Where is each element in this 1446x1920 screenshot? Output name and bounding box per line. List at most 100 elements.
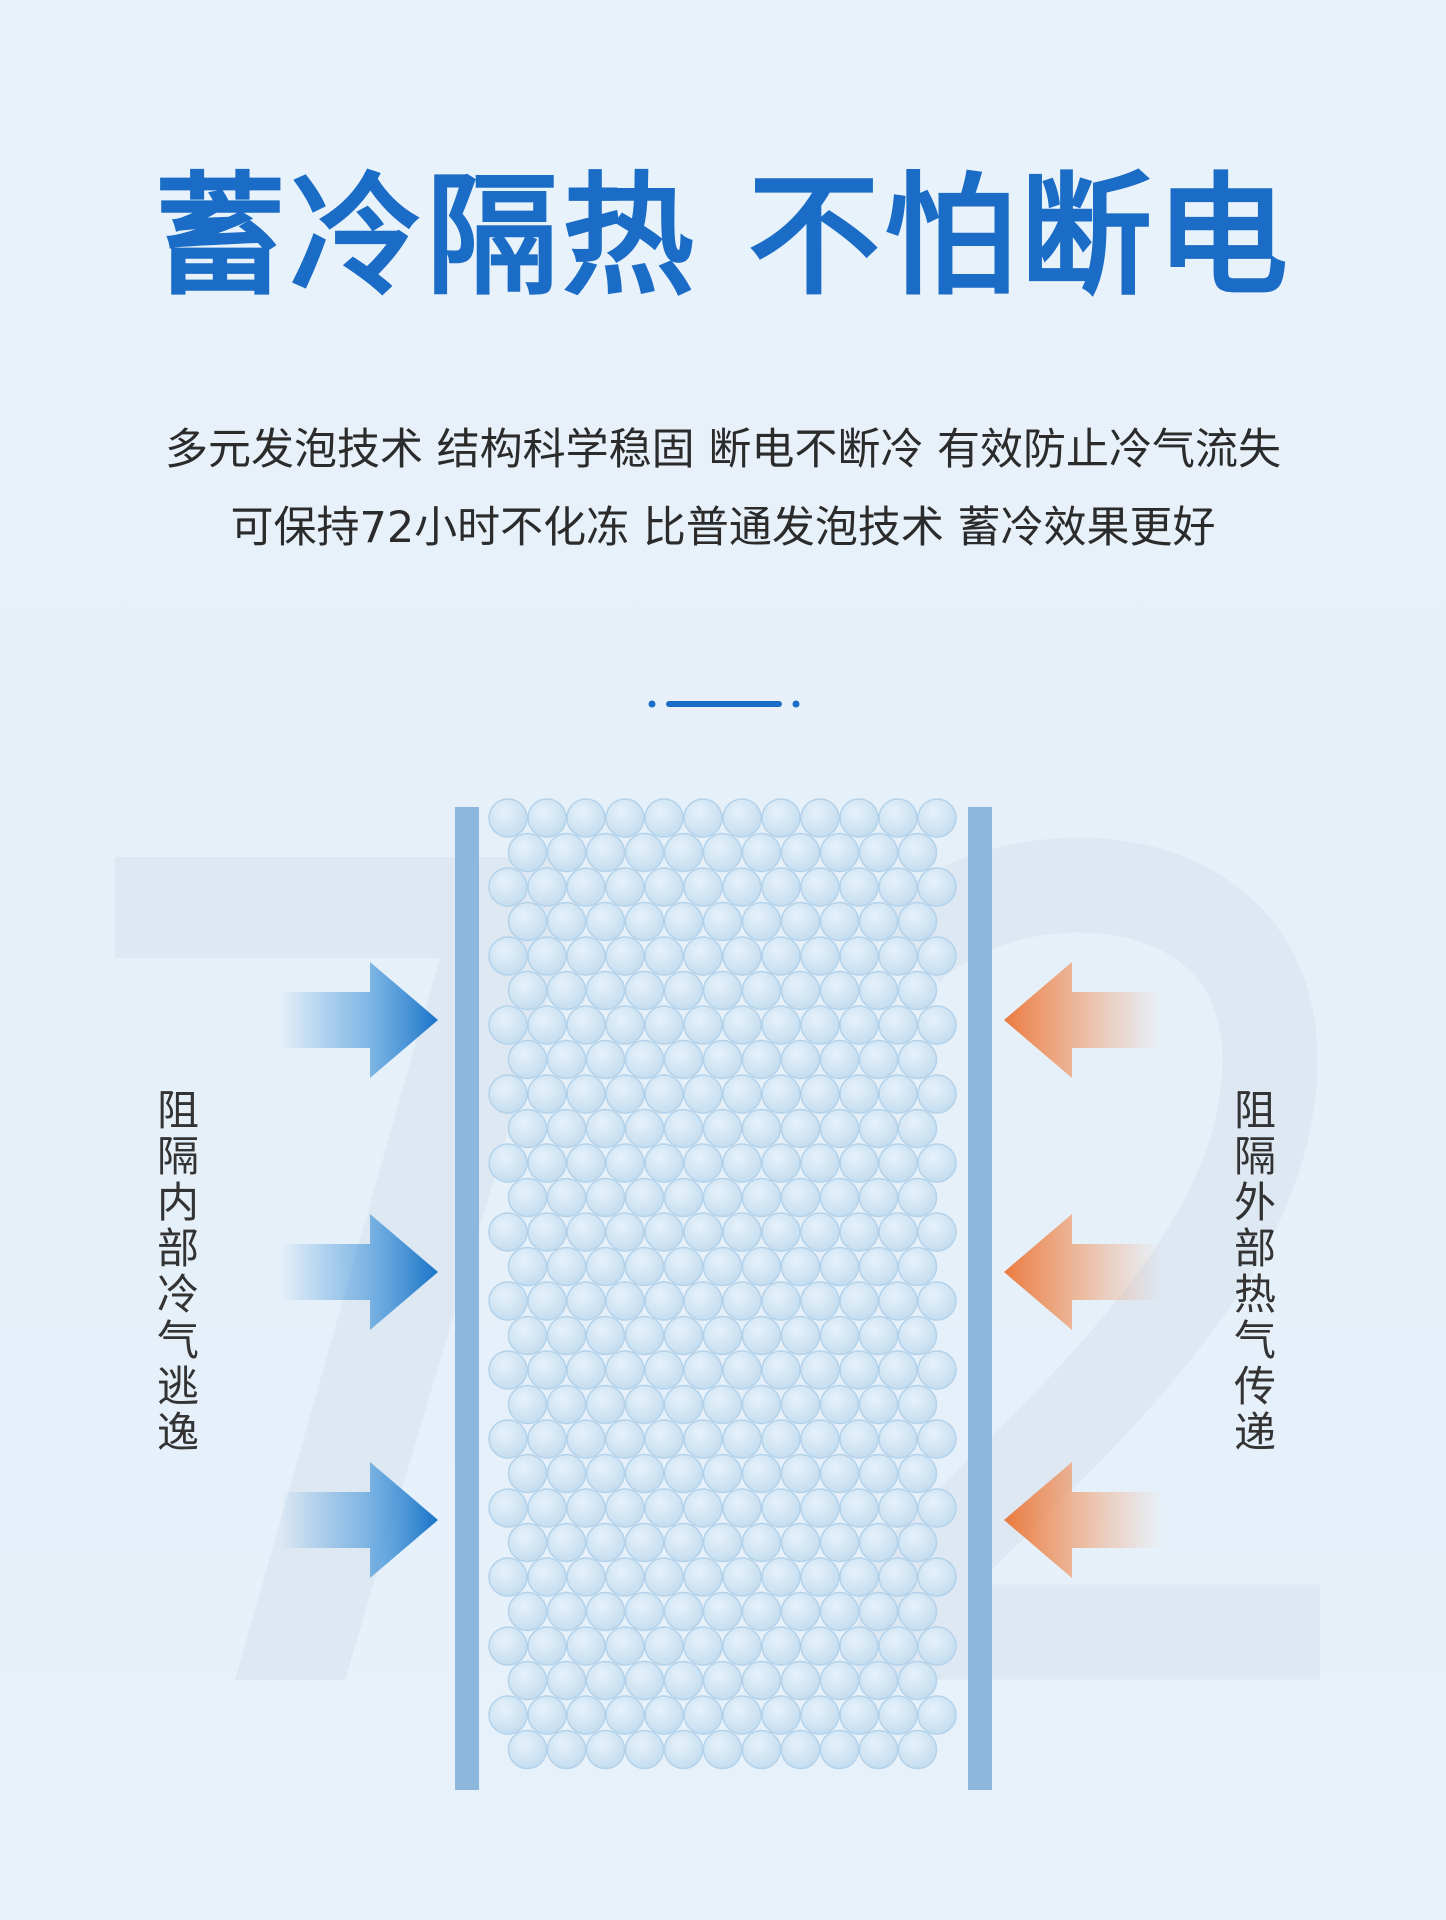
- insulation-diagram: [115, 798, 1320, 1790]
- foam-bubble: [839, 1281, 879, 1321]
- foam-bubble: [702, 1108, 743, 1149]
- foam-bubble: [878, 1626, 918, 1666]
- foam-bubble: [780, 1729, 821, 1770]
- foam-bubble: [839, 1695, 879, 1735]
- foam-bubble: [605, 1695, 645, 1735]
- foam-bubble: [702, 1177, 743, 1218]
- foam-bubble: [780, 1591, 821, 1632]
- foam-bubble: [702, 1315, 743, 1356]
- foam-bubble: [644, 1143, 684, 1183]
- foam-bubble: [644, 1488, 684, 1528]
- foam-bubble: [741, 1108, 782, 1149]
- foam-bubble: [741, 901, 782, 942]
- foam-bubble: [878, 1074, 918, 1114]
- foam-bubble: [585, 1384, 626, 1425]
- foam-bubble: [683, 936, 723, 976]
- foam-bubble: [488, 867, 528, 907]
- foam-bubble: [488, 1419, 528, 1459]
- foam-bubble: [819, 1177, 860, 1218]
- foam-bubble: [917, 1143, 957, 1183]
- foam-bubble: [605, 1074, 645, 1114]
- foam-bubble: [702, 1384, 743, 1425]
- foam-bubble: [858, 1315, 899, 1356]
- foam-bubble: [917, 1212, 957, 1252]
- foam-bubble: [488, 1695, 528, 1735]
- foam-bubble: [663, 1384, 704, 1425]
- foam-bubble: [683, 1488, 723, 1528]
- foam-bubble: [761, 1281, 801, 1321]
- foam-bubble: [897, 832, 938, 873]
- foam-bubble: [527, 1350, 567, 1390]
- foam-bubble: [585, 901, 626, 942]
- page-title: 蓄冷隔热 不怕断电: [154, 160, 1292, 314]
- foam-bubble: [917, 1557, 957, 1597]
- foam-bubble: [800, 1350, 840, 1390]
- foam-bubble: [605, 1626, 645, 1666]
- foam-bubble: [722, 1695, 762, 1735]
- foam-bubble: [585, 970, 626, 1011]
- foam-bubble: [488, 1488, 528, 1528]
- foam-bubble: [819, 1660, 860, 1701]
- foam-bubble: [644, 936, 684, 976]
- foam-bubble: [722, 1005, 762, 1045]
- foam-bubble: [683, 1281, 723, 1321]
- foam-bubble: [663, 1729, 704, 1770]
- foam-bubble: [644, 867, 684, 907]
- foam-bubble: [683, 1695, 723, 1735]
- foam-bubble: [527, 1074, 567, 1114]
- foam-bubble: [897, 1384, 938, 1425]
- foam-bubble: [800, 1143, 840, 1183]
- foam-bubble: [566, 1419, 606, 1459]
- foam-bubble: [488, 1005, 528, 1045]
- foam-bubble: [644, 1281, 684, 1321]
- foam-bubble: [897, 1315, 938, 1356]
- foam-bubble: [741, 1384, 782, 1425]
- foam-bubble: [566, 798, 606, 838]
- foam-bubble: [663, 832, 704, 873]
- foam-bubble: [605, 1005, 645, 1045]
- foam-bubble: [839, 798, 879, 838]
- foam-bubble: [800, 867, 840, 907]
- foam-bubble: [917, 1350, 957, 1390]
- foam-bubble: [761, 867, 801, 907]
- foam-bubble: [546, 1729, 587, 1770]
- foam-bubble: [624, 970, 665, 1011]
- foam-bubble: [683, 1074, 723, 1114]
- foam-bubble: [585, 1453, 626, 1494]
- foam-bubble: [624, 901, 665, 942]
- foam-bubble: [507, 1660, 548, 1701]
- arrow-left-icon: [1004, 962, 1162, 1078]
- foam-bubble: [741, 1315, 782, 1356]
- foam-bubble: [585, 1039, 626, 1080]
- foam-bubble: [858, 1108, 899, 1149]
- foam-bubble: [507, 1591, 548, 1632]
- foam-bubble: [917, 1074, 957, 1114]
- foam-bubble: [878, 1488, 918, 1528]
- foam-bubble: [858, 970, 899, 1011]
- foam-bubble: [585, 1522, 626, 1563]
- foam-bubble: [683, 1419, 723, 1459]
- foam-bubble: [741, 832, 782, 873]
- foam-bubble: [858, 1039, 899, 1080]
- foam-bubble: [897, 1177, 938, 1218]
- foam-bubble: [839, 1005, 879, 1045]
- foam-bubble: [566, 867, 606, 907]
- foam-bubble: [761, 1212, 801, 1252]
- foam-bubble: [624, 1384, 665, 1425]
- foam-bubble: [624, 1660, 665, 1701]
- foam-bubble: [858, 1591, 899, 1632]
- foam-bubble: [800, 798, 840, 838]
- foam-bubble: [527, 1557, 567, 1597]
- foam-bubble: [507, 832, 548, 873]
- foam-bubble: [566, 1143, 606, 1183]
- foam-bubble: [897, 901, 938, 942]
- foam-bubble: [858, 1522, 899, 1563]
- foam-bubble: [722, 1626, 762, 1666]
- foam-bubble: [917, 1488, 957, 1528]
- foam-bubble: [819, 901, 860, 942]
- foam-bubble: [585, 1246, 626, 1287]
- foam-bubble: [585, 1315, 626, 1356]
- foam-bubble: [527, 1695, 567, 1735]
- foam-bubble: [819, 1591, 860, 1632]
- foam-bubble: [527, 1143, 567, 1183]
